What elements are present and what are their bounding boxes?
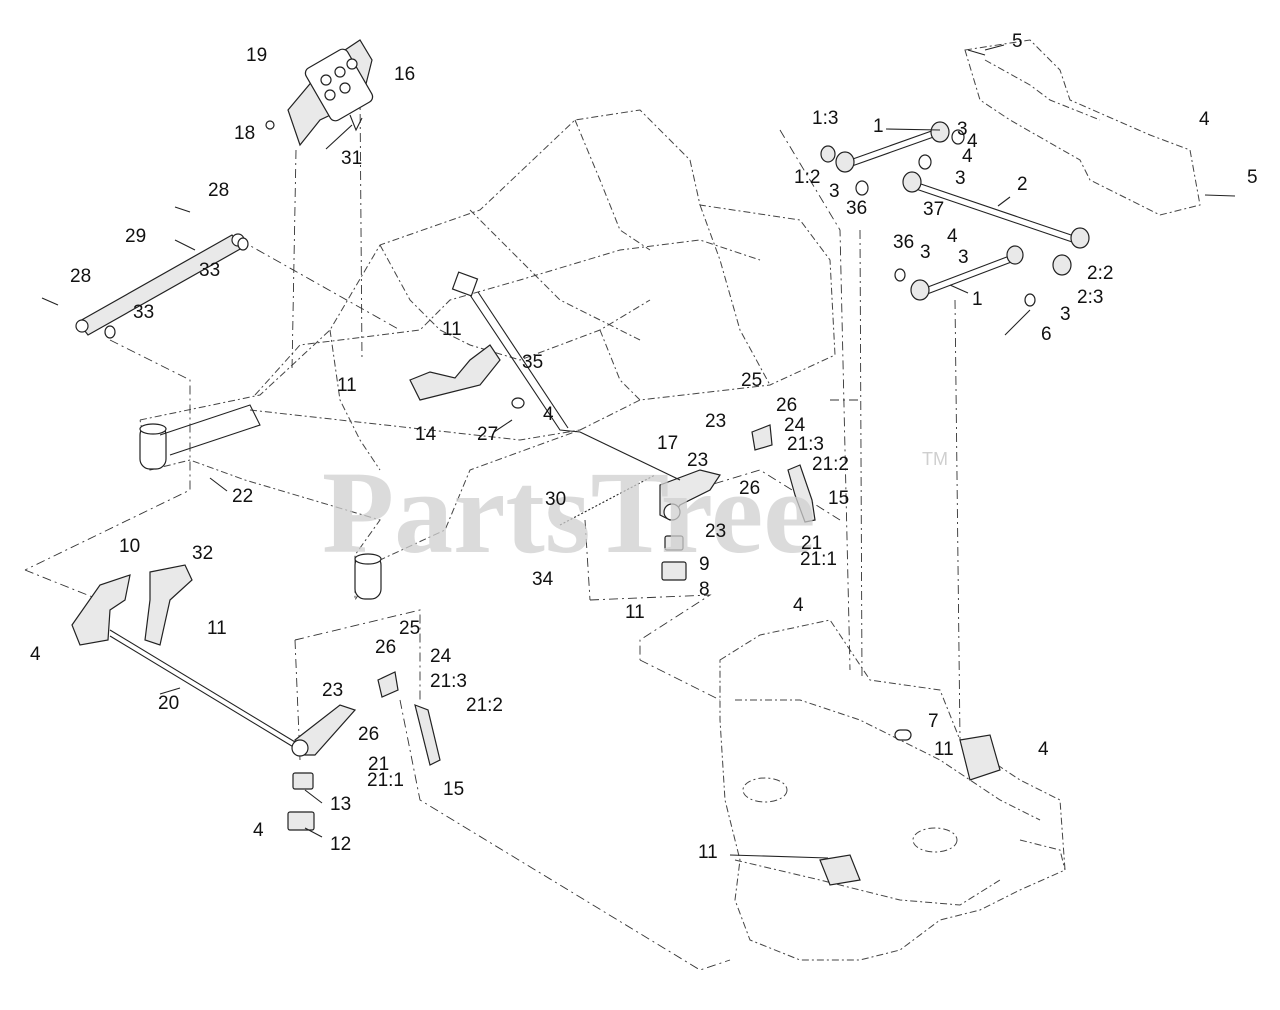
callout-1-3: 1:3 — [812, 108, 838, 129]
callout-23-a: 23 — [687, 450, 708, 471]
callout-20: 20 — [158, 693, 179, 714]
leader-lines — [159, 44, 1011, 859]
callout-4-a: 4 — [1199, 109, 1210, 130]
callout-3-e: 3 — [958, 247, 969, 268]
callout-29: 29 — [125, 226, 146, 247]
callout-33-bottom: 33 — [133, 302, 154, 323]
callout-30: 30 — [545, 489, 566, 510]
callout-18: 18 — [234, 123, 255, 144]
callout-6: 6 — [1041, 324, 1052, 345]
callout-12: 12 — [330, 834, 351, 855]
spring-assembly-30 — [559, 431, 721, 526]
callout-25-top: 25 — [741, 370, 762, 391]
callout-11-d: 11 — [207, 618, 227, 639]
callout-8: 8 — [699, 579, 710, 600]
callout-21-3-bottom: 21:3 — [430, 671, 467, 692]
callout-21-3-top: 21:3 — [787, 434, 824, 455]
callout-4-deck: 4 — [793, 595, 804, 616]
callout-23-d: 23 — [322, 680, 343, 701]
callout-11-f: 11 — [698, 842, 718, 863]
callout-5-top: 5 — [1012, 31, 1023, 52]
callout-26-bottom-b: 26 — [358, 724, 379, 745]
link-arm-29 — [41, 206, 249, 339]
callout-4-bottom: 4 — [253, 820, 264, 841]
callout-36-mid: 36 — [893, 232, 914, 253]
callout-1-bottom: 1 — [972, 289, 983, 310]
callout-4-center: 4 — [543, 404, 554, 425]
watermark-trademark: TM — [922, 449, 948, 469]
callout-21-2-top: 21:2 — [812, 454, 849, 475]
callout-4-left: 4 — [30, 644, 41, 665]
callout-11-c: 11 — [625, 602, 645, 623]
callout-2-2: 2:2 — [1087, 263, 1113, 284]
callout-32: 32 — [192, 543, 213, 564]
callout-22: 22 — [232, 486, 253, 507]
main-frame — [139, 109, 836, 602]
callout-3-d: 3 — [920, 242, 931, 263]
callout-24-top: 24 — [784, 415, 806, 436]
callout-14: 14 — [415, 424, 437, 445]
callout-3-f: 3 — [1060, 304, 1071, 325]
callout-7: 7 — [928, 711, 939, 732]
axle-mount-assembly — [820, 39, 1236, 336]
callout-11-a: 11 — [442, 319, 462, 340]
callout-26-bottom-a: 26 — [375, 637, 396, 658]
callout-10: 10 — [119, 536, 140, 557]
callout-3-b: 3 — [955, 168, 966, 189]
callout-21-1-top: 21:1 — [800, 549, 837, 570]
callout-4-c: 4 — [967, 131, 978, 152]
callout-21-bottom: 21 — [368, 754, 389, 775]
callout-4-d: 4 — [947, 226, 958, 247]
callout-23-b: 23 — [705, 521, 726, 542]
callout-11-e: 11 — [934, 739, 954, 760]
callout-13: 13 — [330, 794, 351, 815]
callout-27: 27 — [477, 424, 498, 445]
callout-24-bottom: 24 — [430, 646, 452, 667]
callout-15-bottom: 15 — [443, 779, 464, 800]
callout-1-2: 1:2 — [794, 167, 820, 188]
callout-1-top: 1 — [873, 116, 884, 137]
pivot-rod-27 — [409, 271, 581, 433]
callout-28-top: 28 — [208, 180, 229, 201]
mower-deck — [719, 619, 1066, 961]
watermark-text: PartsTree — [322, 447, 816, 578]
callout-37: 37 — [923, 199, 944, 220]
alignment-lines — [24, 94, 961, 971]
blocks-8-9 — [661, 535, 687, 581]
callout-3-c: 3 — [829, 181, 840, 202]
callout-2: 2 — [1017, 174, 1028, 195]
callout-5-right: 5 — [1247, 167, 1258, 188]
callout-19: 19 — [246, 45, 267, 66]
callout-labels: 16 19 18 31 28 29 33 28 33 11 11 35 4 27… — [30, 31, 1258, 863]
callout-4-deck-right: 4 — [1038, 739, 1049, 760]
callout-16: 16 — [394, 64, 415, 85]
lower-linkage-assembly — [71, 564, 441, 831]
callout-2-3: 2:3 — [1077, 287, 1103, 308]
control-bracket-assembly — [265, 39, 374, 147]
callout-15-top: 15 — [828, 488, 849, 509]
callout-17: 17 — [657, 433, 678, 454]
callout-36-top: 36 — [846, 198, 867, 219]
callout-26-mid: 26 — [739, 478, 760, 499]
callout-33-top: 33 — [199, 260, 220, 281]
callout-35: 35 — [522, 352, 543, 373]
callout-9: 9 — [699, 554, 710, 575]
callout-21-1-bottom: 21:1 — [367, 770, 404, 791]
linkage-plate-21 — [751, 424, 816, 523]
callout-3-a: 3 — [957, 119, 968, 140]
callout-28-bottom: 28 — [70, 266, 91, 287]
callout-11-b: 11 — [337, 375, 357, 396]
callout-21-2-bottom: 21:2 — [466, 695, 503, 716]
callout-26-top: 26 — [776, 395, 797, 416]
callout-25-bottom: 25 — [399, 618, 420, 639]
callout-21-top: 21 — [801, 533, 822, 554]
callout-31: 31 — [341, 148, 362, 169]
callout-4-b: 4 — [962, 146, 973, 167]
callout-23-c: 23 — [705, 411, 726, 432]
callout-34: 34 — [532, 569, 554, 590]
